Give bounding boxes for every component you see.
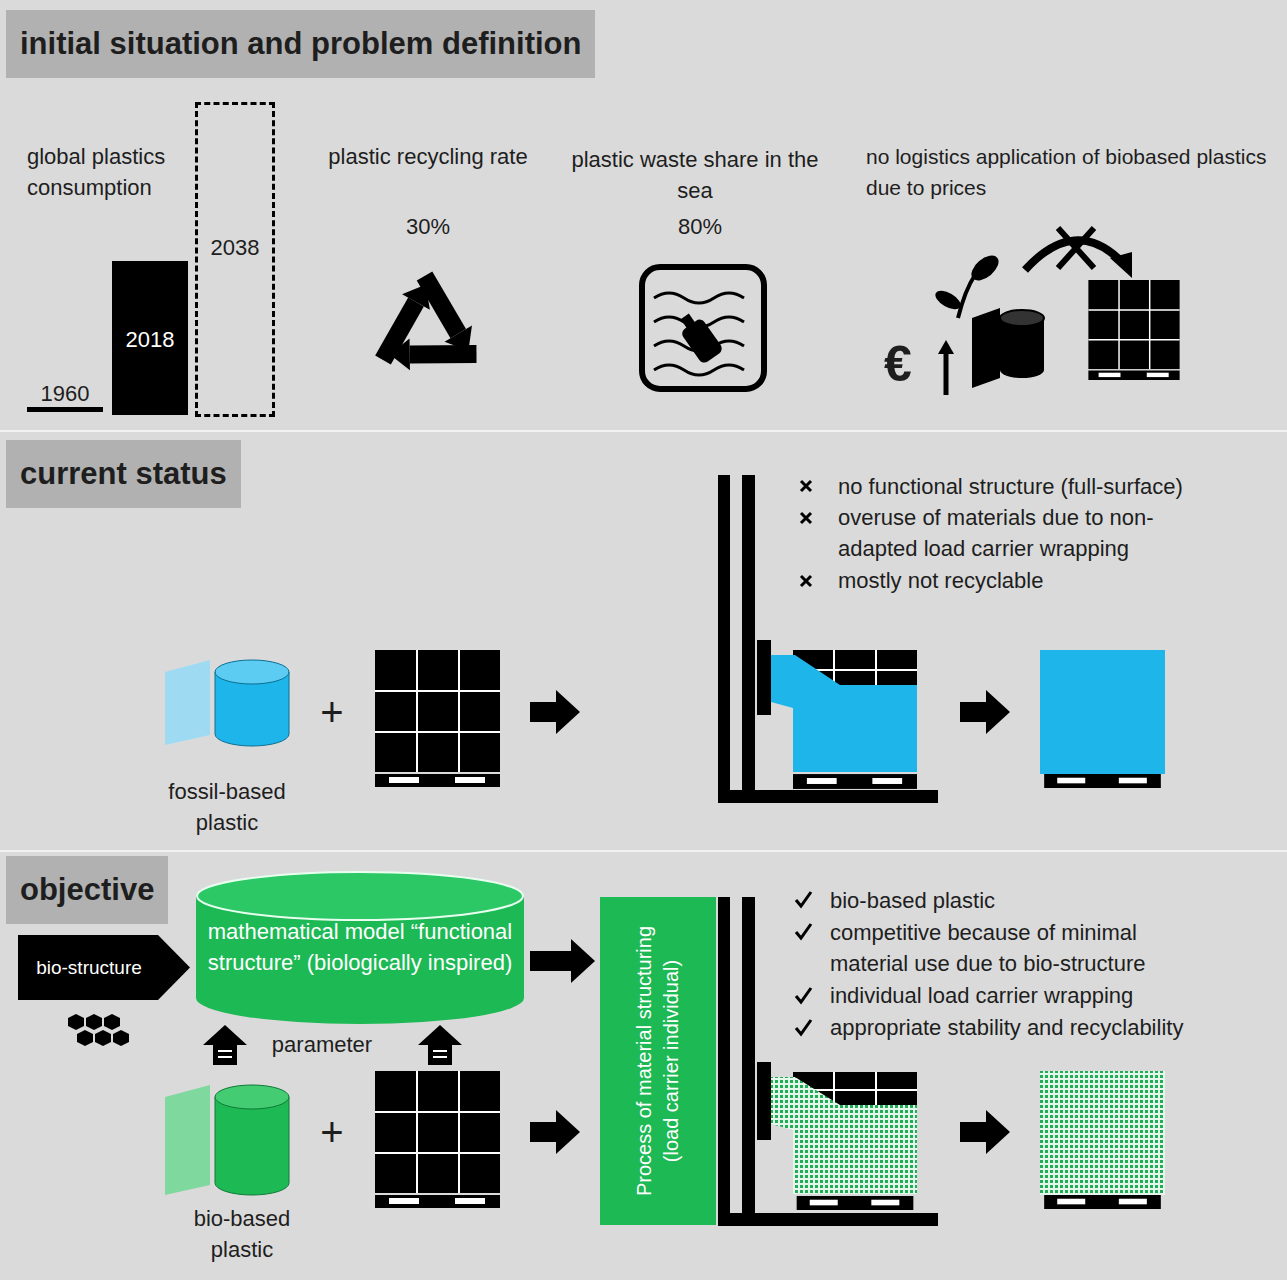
- material-label: bio-based plastic: [172, 1203, 312, 1265]
- node-label: initial situation and problem definition: [20, 24, 581, 64]
- section-header: objective: [6, 856, 168, 924]
- node-label: bio-structure: [18, 955, 160, 981]
- drawback-item: no functional structure (full-surface): [838, 471, 1268, 502]
- year-label: 1960: [30, 378, 100, 409]
- plus-sign: +: [312, 690, 352, 734]
- bar-2038-dashed: 2038: [195, 102, 275, 417]
- benefit-item: bio-based plastic: [830, 885, 1250, 916]
- node-label: objective: [20, 870, 154, 910]
- stat-value: 80%: [650, 211, 750, 242]
- stat-title: plastic recycling rate: [318, 141, 538, 172]
- section-header: current status: [6, 440, 241, 508]
- node-label: 2038: [198, 233, 272, 263]
- node-label: 2018: [112, 325, 188, 355]
- rotated-label: Process of material structuring (load ca…: [631, 911, 685, 1211]
- stat-title: plastic waste share in the sea: [570, 144, 820, 206]
- process-box: Process of material structuring (load ca…: [600, 897, 716, 1225]
- bar-2018: 2018: [112, 261, 188, 415]
- euro-symbol: €: [884, 336, 944, 392]
- arrow-head: [571, 939, 595, 983]
- connector-shaft: [530, 951, 571, 971]
- section-header: initial situation and problem definition: [6, 10, 595, 78]
- plus-sign: +: [312, 1110, 352, 1154]
- drawback-item: overuse of materials due to non-adapted …: [838, 502, 1223, 564]
- benefit-item: appropriate stability and recyclability: [830, 1012, 1270, 1043]
- parameter-label: parameter: [262, 1029, 382, 1060]
- chart-title: global plastics consumption: [27, 141, 187, 203]
- cylinder-shape: [195, 870, 525, 1025]
- problem-note: no logistics application of biobased pla…: [866, 141, 1278, 203]
- cylinder-top: [197, 872, 523, 920]
- stat-value: 30%: [378, 211, 478, 242]
- connector-arrow: [530, 939, 595, 983]
- material-label: fossil-based plastic: [147, 776, 307, 838]
- bio-structure-arrow: bio-structure: [18, 935, 190, 1000]
- drawback-item: mostly not recyclable: [838, 565, 1238, 596]
- node-label: current status: [20, 454, 227, 494]
- node-label: mathematical model “functional structure…: [195, 916, 525, 978]
- benefit-item: competitive because of minimal material …: [830, 917, 1215, 979]
- model-cylinder: mathematical model “functional structure…: [195, 870, 525, 1025]
- arrow-body: [18, 935, 190, 1000]
- benefit-item: individual load carrier wrapping: [830, 980, 1250, 1011]
